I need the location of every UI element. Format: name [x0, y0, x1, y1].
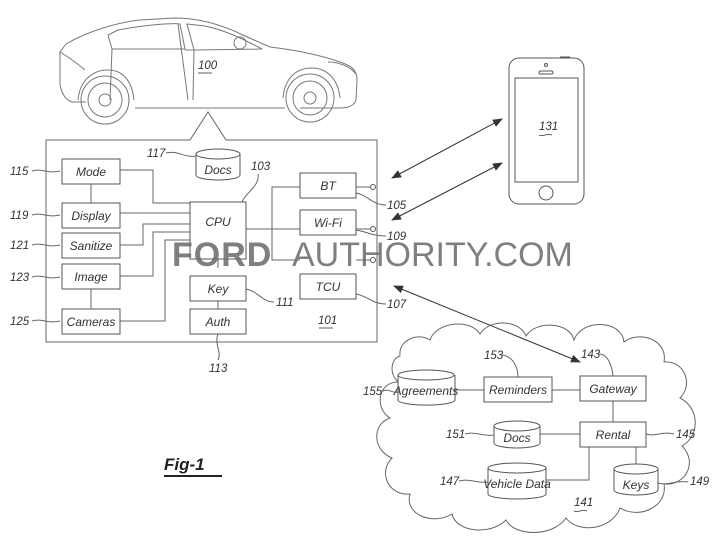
block-docs-db: Docs	[195, 148, 241, 181]
ref-cloud-docs: 151	[446, 429, 465, 441]
ref-docs: 117	[147, 148, 166, 160]
vehicle-system-frame	[45, 111, 378, 343]
block-image-label: Image	[74, 270, 108, 284]
ref-tcu: 107	[387, 299, 407, 311]
cloud-block-rental-label: Rental	[596, 428, 631, 442]
block-bt-label: BT	[320, 179, 337, 193]
block-auth: Auth	[189, 308, 247, 335]
cloud-block-gateway-label: Gateway	[589, 382, 637, 396]
block-tcu: TCU	[299, 273, 357, 300]
vehicle-drawing	[59, 17, 358, 125]
block-cpu: CPU	[189, 201, 247, 260]
cloud-block-docs: Docs	[493, 420, 541, 449]
ref-key: 111	[276, 297, 293, 309]
ref-bt: 105	[387, 200, 407, 212]
cloud-block-gateway: Gateway	[579, 375, 647, 402]
cloud-block-vehicle-data-label: Vehicle Data	[483, 477, 551, 491]
bt-phone-link	[391, 118, 503, 179]
block-display: Display	[61, 202, 121, 229]
ref-mode: 115	[10, 166, 29, 178]
cloud-block-agreements-label: Agreements	[393, 384, 459, 398]
cloud-block-reminders: Reminders	[483, 376, 553, 403]
ref-sanitize: 121	[10, 240, 29, 252]
figure-label: Fig-1	[164, 455, 205, 474]
block-wifi: Wi-Fi	[299, 209, 357, 236]
block-auth-label: Auth	[205, 315, 231, 329]
ref-agreements: 155	[363, 386, 383, 398]
block-cpu-label: CPU	[205, 215, 231, 229]
ref-vehicle-data: 147	[440, 476, 460, 488]
vehicle-system-ref: 101	[318, 315, 337, 327]
cloud-block-vehicle-data: Vehicle Data	[483, 462, 551, 500]
ref-cpu: 103	[251, 161, 271, 173]
ref-image: 123	[10, 272, 30, 284]
block-key-label: Key	[208, 282, 230, 296]
ref-wifi: 109	[387, 231, 407, 243]
block-sanitize: Sanitize	[61, 232, 121, 259]
watermark-authority: AUTHORITY.COM	[292, 236, 573, 274]
wifi-phone-link	[391, 162, 503, 221]
tcu-cloud-link	[393, 285, 581, 363]
mobile-device-ref: 131	[539, 121, 558, 133]
mobile-device	[508, 56, 585, 205]
cloud-ref: 141	[574, 497, 593, 509]
ref-display: 119	[10, 210, 29, 222]
block-mode-label: Mode	[76, 165, 106, 179]
block-key: Key	[189, 275, 247, 302]
block-docs-label: Docs	[204, 163, 231, 177]
block-sanitize-label: Sanitize	[70, 239, 113, 253]
ref-keys: 149	[690, 476, 710, 488]
block-display-label: Display	[71, 209, 111, 223]
cloud-block-keys-label: Keys	[623, 478, 650, 492]
cloud-block-docs-label: Docs	[503, 431, 530, 445]
block-tcu-label: TCU	[316, 280, 341, 294]
cloud-block-reminders-label: Reminders	[489, 383, 547, 397]
ref-cameras: 125	[10, 316, 30, 328]
cloud-block-rental: Rental	[579, 421, 647, 448]
ref-gateway: 143	[581, 349, 601, 361]
block-bt: BT	[299, 172, 357, 199]
block-cameras: Cameras	[61, 308, 121, 335]
cloud-block-agreements: Agreements	[393, 369, 459, 406]
cloud-block-keys: Keys	[613, 463, 659, 496]
watermark-ford: FORD	[172, 236, 272, 274]
block-image: Image	[61, 263, 121, 290]
block-wifi-label: Wi-Fi	[314, 216, 342, 230]
ref-auth: 113	[209, 363, 228, 375]
ref-rental: 145	[676, 429, 696, 441]
block-cameras-label: Cameras	[67, 315, 116, 329]
vehicle-ref: 100	[198, 60, 218, 72]
block-mode: Mode	[61, 158, 121, 185]
ref-reminders: 153	[484, 350, 504, 362]
